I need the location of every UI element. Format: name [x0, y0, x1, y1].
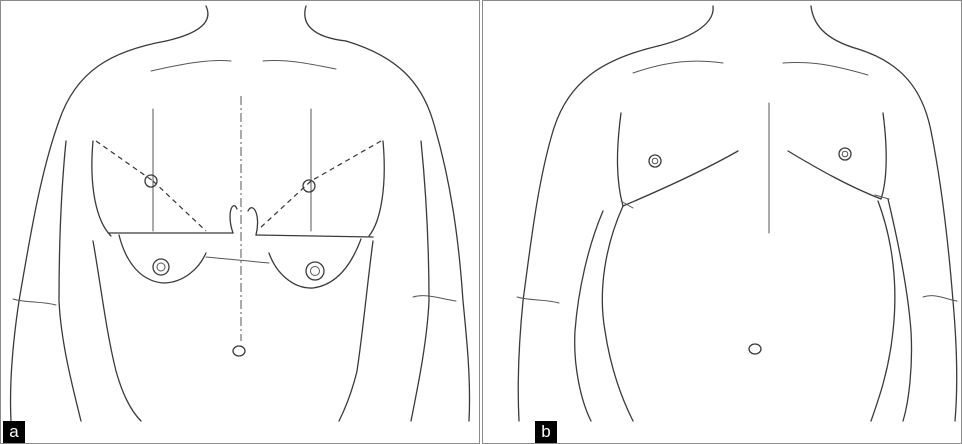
neck-right [811, 6, 858, 49]
clavicle-right [263, 60, 336, 69]
marking-left-a [96, 141, 153, 181]
pattern-right-limb [248, 208, 258, 235]
panel-a-label: a [3, 421, 25, 443]
shoulder-right [858, 49, 957, 421]
incision-left [623, 151, 738, 206]
neck-right [305, 6, 346, 41]
navel [233, 346, 245, 356]
elbow-right [923, 296, 957, 301]
marker-right [303, 180, 315, 192]
inner-arm-right [411, 141, 429, 421]
torso-right [871, 201, 895, 421]
breast-right-lower [269, 239, 361, 288]
panel-b-sketch [483, 1, 962, 444]
nipple-right [306, 262, 324, 280]
marking-right-a [311, 141, 381, 181]
breast-right-outline [369, 141, 384, 236]
clavicle-left [151, 60, 231, 71]
incision-right [788, 151, 881, 199]
inner-arm-right [888, 199, 912, 421]
inner-arm-left [59, 141, 81, 421]
torso-left [602, 206, 633, 421]
breast-left-outline [92, 141, 111, 236]
chest-left-side [617, 113, 623, 206]
panel-a-sketch [1, 1, 480, 444]
areola-right [311, 267, 320, 276]
marker-left [145, 175, 157, 187]
torso-left [93, 241, 141, 421]
fold-line-right [256, 235, 373, 237]
panel-a: a [0, 0, 480, 444]
navel [749, 344, 761, 354]
areola-left [157, 263, 165, 271]
clavicle-right [783, 63, 868, 76]
nipple-right [839, 148, 851, 160]
nipple-left [649, 155, 661, 167]
panel-b-label: b [535, 421, 557, 443]
neck-left [166, 6, 208, 41]
panel-b: b [482, 0, 962, 444]
shoulder-right [346, 41, 470, 421]
shoulder-left [518, 46, 658, 421]
elbow-right [413, 296, 456, 301]
neck-left [658, 6, 713, 46]
shoulder-left [10, 41, 166, 421]
chest-right-side [881, 113, 886, 199]
areola-left [652, 158, 658, 164]
areola-right [842, 151, 848, 157]
torso-right [339, 241, 373, 421]
clavicle-left [633, 61, 723, 73]
bridge-line [206, 257, 269, 263]
nipple-left [153, 259, 169, 275]
inner-arm-left [575, 211, 603, 421]
marking-left-b [153, 181, 206, 231]
pattern-left-limb [230, 206, 237, 233]
